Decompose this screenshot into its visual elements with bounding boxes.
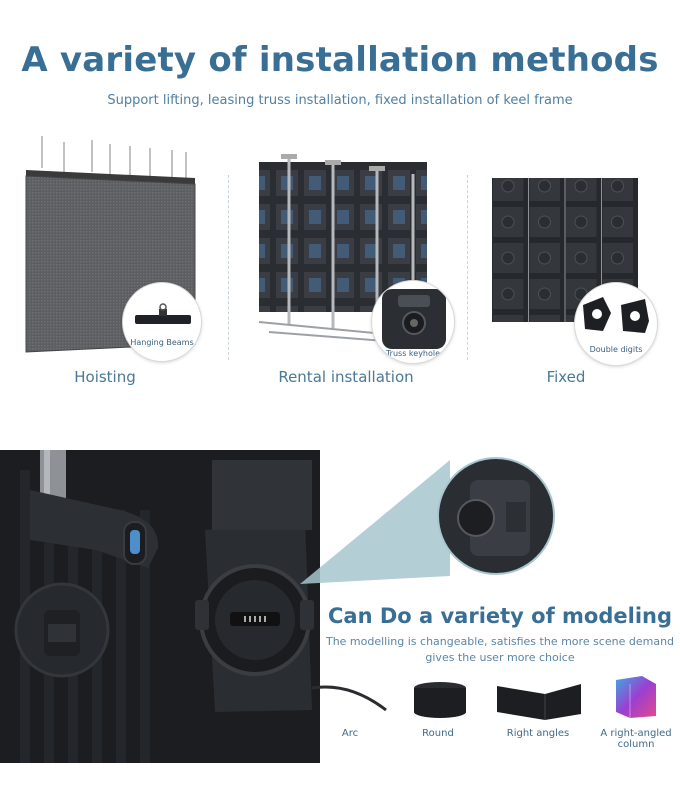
hanging-beams-label: Hanging Beams (130, 338, 194, 347)
hanging-beams-bubble: Hanging Beams (122, 282, 202, 362)
rental-installation-illustration: Truss keyhole (245, 132, 455, 364)
modeling-desc-line1: The modelling is changeable, satisfies t… (325, 635, 675, 648)
round-shape-image (414, 682, 466, 718)
page-title: A variety of installation methods (21, 40, 659, 80)
right-angled-column-image (616, 676, 656, 718)
right-angles-label: Right angles (506, 728, 570, 739)
divider-2 (467, 175, 468, 360)
modeling-desc-line2: gives the user more choice (425, 651, 575, 664)
double-digits-bubble: Double digits (574, 282, 658, 366)
fixed-illustration: Double digits (490, 132, 660, 366)
round-label: Round (422, 728, 454, 739)
double-digits-bracket-icon (583, 297, 649, 333)
truss-keyhole-icon (382, 289, 446, 349)
cabinet-closeup-image (0, 450, 320, 763)
fixed-label: Fixed (546, 368, 586, 386)
truss-keyhole-bubble: Truss keyhole (371, 280, 455, 364)
divider-1 (228, 175, 229, 360)
modeling-section (0, 450, 680, 763)
right-angles-shape-image (497, 684, 581, 720)
rental-installation-label: Rental installation (278, 368, 414, 386)
cabinet-closeup-photo (0, 450, 320, 763)
page-subtitle: Support lifting, leasing truss installat… (107, 93, 573, 108)
hoisting-label: Hoisting (74, 368, 136, 386)
right-angled-column-label: A right-angled column (600, 728, 672, 750)
hanging-beam-icon (135, 303, 191, 324)
arc-label: Arc (341, 728, 359, 739)
zoom-callout (300, 457, 555, 584)
hoisting-illustration: Hanging Beams (20, 132, 220, 364)
arc-shape-image (311, 685, 387, 712)
truss-keyhole-label: Truss keyhole (385, 349, 441, 358)
double-digits-label: Double digits (589, 345, 643, 354)
modeling-title: Can Do a variety of modeling (327, 604, 673, 628)
